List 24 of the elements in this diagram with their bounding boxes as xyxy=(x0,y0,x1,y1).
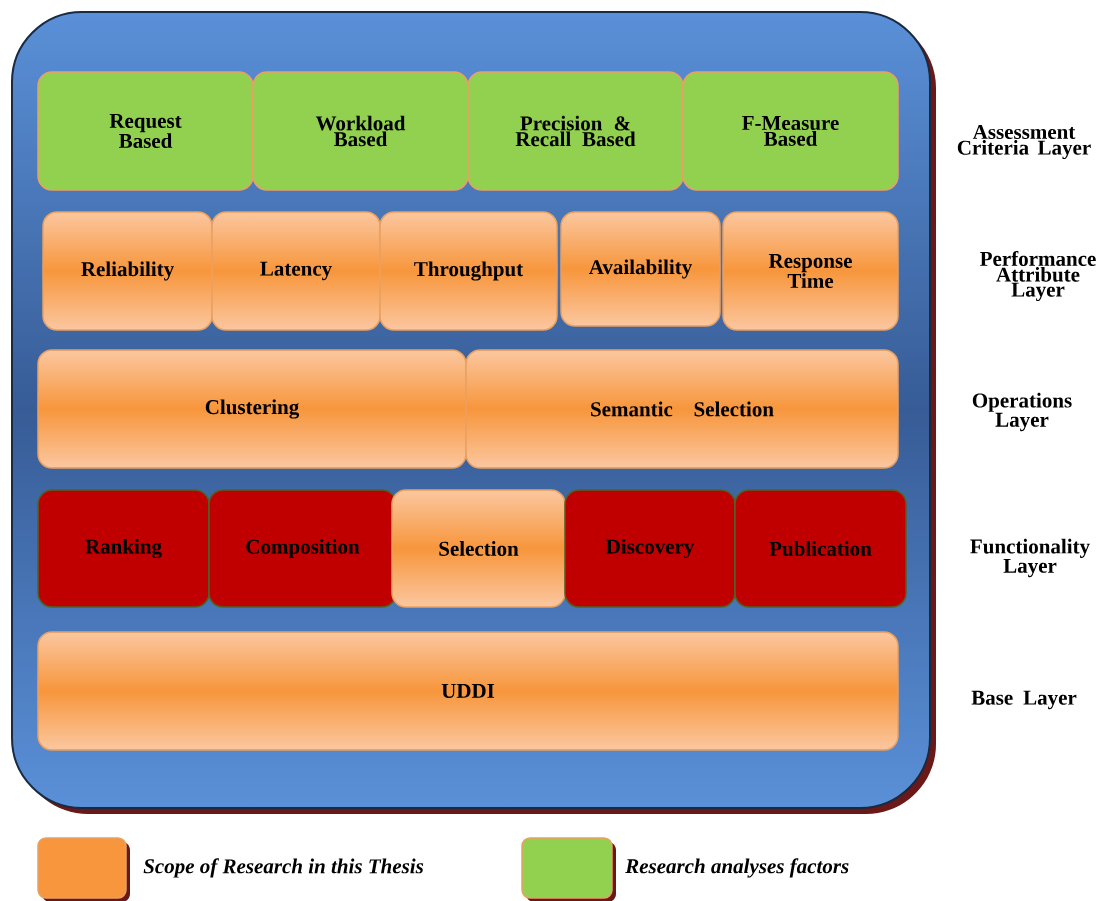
layer-box: UDDI xyxy=(37,631,899,751)
layer-label: Operations Layer xyxy=(972,392,1072,432)
layer-box: Request Based xyxy=(37,71,254,191)
layer-label: Performance Attribute Layer xyxy=(980,250,1096,302)
layer-label: Base Layer xyxy=(971,690,1077,710)
layer-box: Clustering xyxy=(37,349,467,469)
layer-label: Functionality Layer xyxy=(970,538,1090,578)
layer-box: Discovery xyxy=(564,489,736,608)
layer-box: Semantic Selection xyxy=(465,349,899,469)
layer-box: Publication xyxy=(734,489,907,608)
legend-text: Scope of Research in this Thesis xyxy=(143,858,424,878)
layer-label: Assessment Criteria Layer xyxy=(957,124,1091,160)
layer-box: Response Time xyxy=(722,211,899,331)
layer-box: Selection xyxy=(391,489,566,608)
legend-text: Research analyses factors xyxy=(625,858,849,878)
layer-box: Reliability xyxy=(42,211,213,331)
layer-box: Availability xyxy=(560,211,721,327)
layer-box: Throughput xyxy=(379,211,558,331)
layer-box: Ranking xyxy=(37,489,210,608)
layer-box: Composition xyxy=(208,489,397,608)
layer-box: Latency xyxy=(211,211,381,331)
layer-box: Workload Based xyxy=(252,71,469,191)
layer-box: Precision & Recall Based xyxy=(467,71,684,191)
layer-box: F-Measure Based xyxy=(682,71,899,191)
